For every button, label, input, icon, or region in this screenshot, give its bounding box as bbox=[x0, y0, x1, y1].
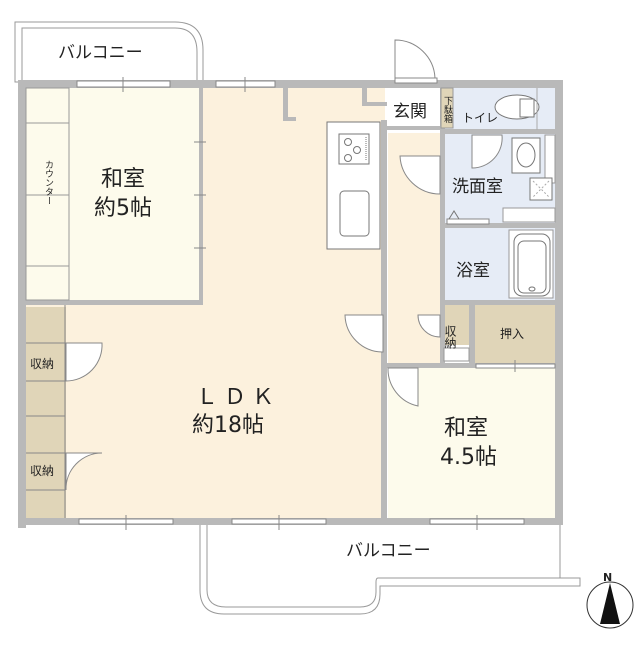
balcony-top-label: バルコニー bbox=[58, 43, 143, 63]
oshiire-floor bbox=[475, 305, 555, 363]
storage-door-1[interactable] bbox=[65, 342, 103, 382]
kitchen-counter bbox=[326, 121, 381, 250]
compass-label: N bbox=[603, 571, 612, 584]
senmenjo-door bbox=[399, 155, 441, 195]
shuno-hall-door bbox=[417, 314, 441, 338]
counter-label: カウンター bbox=[43, 160, 54, 205]
balcony-bottom: バルコニー bbox=[199, 523, 581, 615]
genkan-label: 玄関 bbox=[393, 102, 427, 122]
storage-door-2[interactable] bbox=[65, 452, 103, 491]
oshiire-label: 押入 bbox=[500, 327, 524, 341]
shuno-hall-label: 収納 bbox=[443, 325, 457, 349]
toilet-door bbox=[471, 134, 503, 169]
washitsu-2-door bbox=[387, 367, 419, 407]
washitsu-2-size: 4.5帖 bbox=[440, 445, 497, 470]
entrance-door[interactable] bbox=[394, 39, 438, 84]
ldk-storage-floor bbox=[26, 307, 66, 518]
toilet-label: トイレ bbox=[462, 111, 498, 125]
fixtures bbox=[443, 88, 556, 362]
balcony-bottom-label: バルコニー bbox=[346, 541, 431, 561]
windows bbox=[76, 77, 556, 530]
counter: カウンター bbox=[25, 87, 70, 301]
washitsu-2-name: 和室 bbox=[444, 416, 488, 441]
interior-doors bbox=[344, 134, 503, 407]
washitsu-1-name: 和室 bbox=[101, 167, 145, 192]
washitsu-1-size: 約5帖 bbox=[94, 196, 152, 221]
shuno-ldk-2-label: 収納 bbox=[30, 464, 54, 478]
bathroom-label: 浴室 bbox=[456, 261, 490, 281]
ldk-name: ＬＤＫ bbox=[196, 385, 280, 410]
ldk-size: 約18帖 bbox=[192, 413, 264, 438]
ldk-door bbox=[344, 314, 384, 353]
north-compass-icon: N bbox=[586, 571, 634, 629]
shuno-hall-floor bbox=[444, 305, 469, 345]
balcony-top: バルコニー bbox=[14, 21, 204, 83]
genkan-floor bbox=[388, 88, 440, 128]
shuno-ldk-1-label: 収納 bbox=[30, 357, 54, 371]
sink-icon bbox=[339, 190, 370, 237]
getabako bbox=[440, 87, 454, 129]
senmenjo-label: 洗面室 bbox=[452, 177, 503, 197]
ldk-storage: 収納 収納 bbox=[26, 342, 103, 491]
getabako-label: 下駄箱 bbox=[442, 96, 453, 124]
